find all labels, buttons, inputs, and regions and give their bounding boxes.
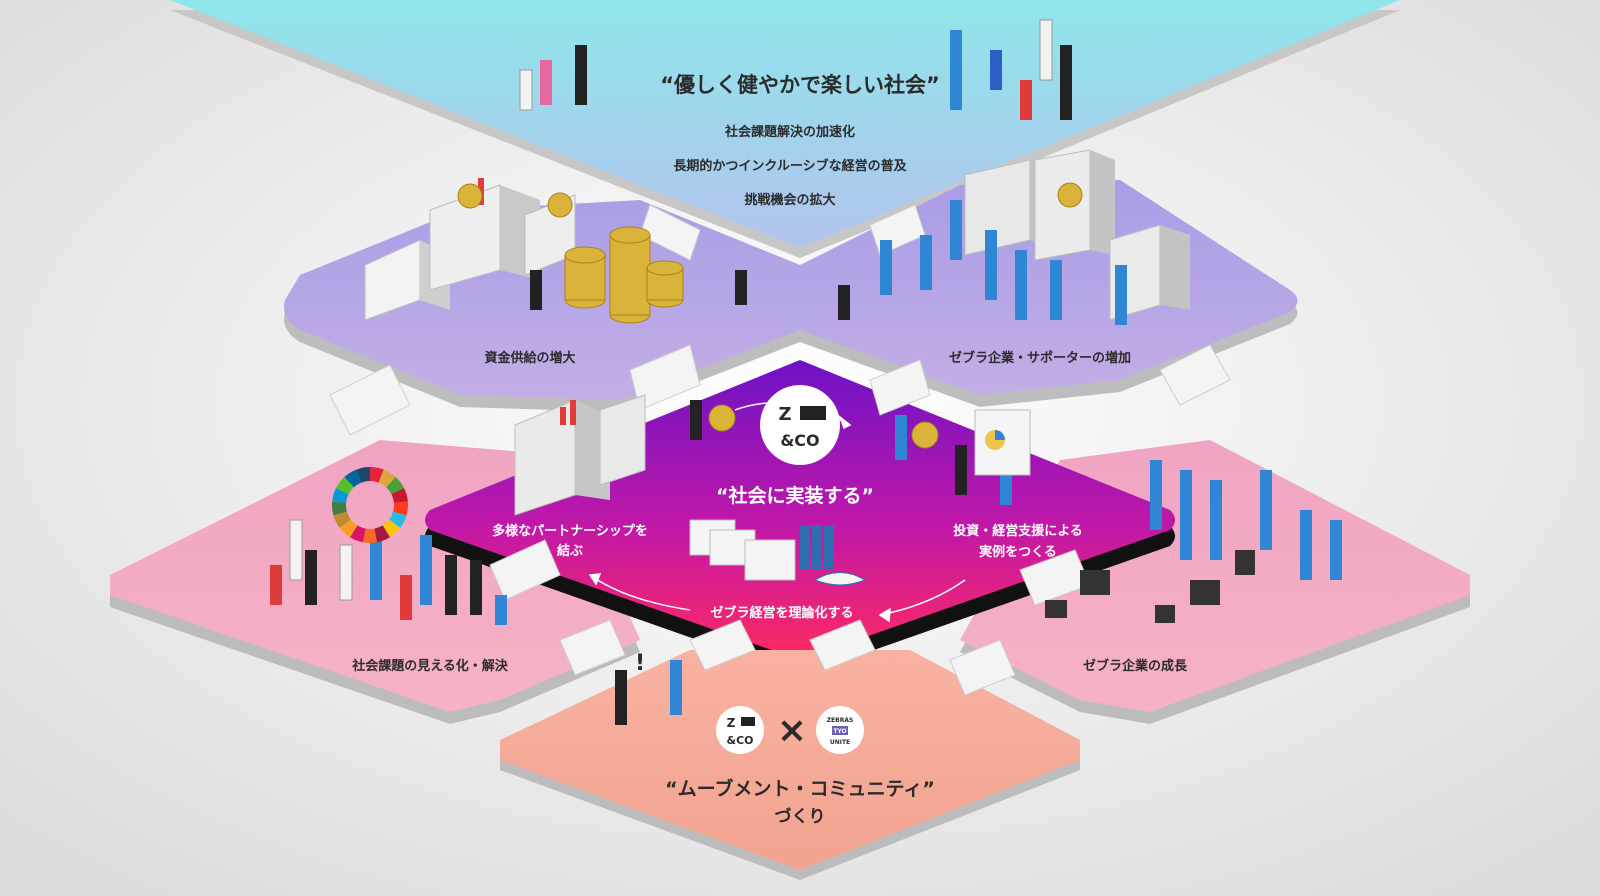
sdgs-wheel-segment xyxy=(382,519,401,538)
sdgs-wheel-segment xyxy=(332,488,349,503)
sdgs-wheel-segment xyxy=(363,528,377,543)
bottom-logo-left-top: Z xyxy=(727,716,736,730)
center-right-line-2: 実例をつくる xyxy=(979,544,1057,560)
top-line-1: 社会課題解決の加速化 xyxy=(724,124,855,140)
sdgs-wheel-segment xyxy=(370,467,384,483)
buildings-middle-left xyxy=(364,178,576,321)
center-left-line-1: 多様なパートナーシップを xyxy=(492,523,648,539)
center-logo-bottom: &CO xyxy=(780,431,819,450)
bottom-logo-right-line1: ZEBRAS xyxy=(827,717,854,724)
platform-top xyxy=(170,0,1400,258)
people-top xyxy=(519,19,1072,120)
middle-right-label: ゼブラ企業・サポーターの増加 xyxy=(949,350,1131,366)
stairs xyxy=(329,204,1231,696)
buildings-center xyxy=(514,394,646,516)
bottom-logo-right-line2: TYO xyxy=(833,728,846,735)
center-bottom-label: ゼブラ経営を理論化する xyxy=(710,605,853,621)
sdgs-wheel-segment xyxy=(332,501,347,516)
bottom-cross: × xyxy=(777,710,807,751)
coin-stacks xyxy=(457,182,1083,324)
computer-screens-icon xyxy=(689,519,796,581)
zebras-and-co-logo: Z &CO xyxy=(760,385,840,465)
lower-right-label: ゼブラ企業の成長 xyxy=(1083,658,1188,674)
sdgs-wheel-segment xyxy=(335,476,354,495)
bottom-logo-left-bottom: &CO xyxy=(726,734,753,747)
exclamation-mark: ! xyxy=(635,651,645,676)
sdgs-wheel-segment xyxy=(333,511,351,528)
top-title: “優しく健やかで楽しい社会” xyxy=(660,73,940,97)
people-center xyxy=(690,400,1031,505)
people-lower-right xyxy=(1045,460,1342,623)
platform-bottom xyxy=(500,650,1080,880)
top-line-3: 挑戦機会の拡大 xyxy=(744,192,835,208)
books-icon xyxy=(800,525,867,586)
center-left-line-2: 結ぶ xyxy=(557,543,583,559)
top-line-2: 長期的かつインクルーシブな経営の普及 xyxy=(673,158,907,174)
sdgs-wheel-icon xyxy=(332,467,408,543)
sdgs-wheel-segment xyxy=(356,467,370,483)
sdgs-wheel-segment xyxy=(391,488,408,503)
middle-left-label: 資金供給の増大 xyxy=(484,350,575,366)
sdgs-wheel-segment xyxy=(378,469,396,488)
people-middle xyxy=(530,200,1127,325)
sdgs-wheel-segment xyxy=(339,519,358,538)
center-logo-top: Z xyxy=(778,404,791,425)
people-bottom xyxy=(615,660,682,725)
sdgs-wheel-segment xyxy=(374,525,391,543)
bottom-logo-right-line3: UNITE xyxy=(830,739,850,746)
center-right-line-1: 投資・経営支援による xyxy=(953,523,1083,539)
sdgs-wheel-segment xyxy=(386,476,405,495)
bottom-subtitle: づくり xyxy=(775,807,826,827)
sdgs-wheel-segment xyxy=(344,469,362,488)
sdgs-wheel-segment xyxy=(389,511,407,528)
center-title: “社会に実装する” xyxy=(716,484,874,507)
people-lower-left xyxy=(270,519,507,625)
bottom-title: “ムーブメント・コミュニティ” xyxy=(665,777,935,800)
bottom-logo-zebras-tyo-unite: ZEBRAS TYO UNITE xyxy=(816,706,864,754)
lower-left-label: 社会課題の見える化・解決 xyxy=(351,658,509,674)
bottom-logo-zebras-and-co: Z &CO xyxy=(716,706,764,754)
sdgs-wheel-segment xyxy=(349,525,366,543)
sdgs-wheel-segment xyxy=(393,501,408,516)
